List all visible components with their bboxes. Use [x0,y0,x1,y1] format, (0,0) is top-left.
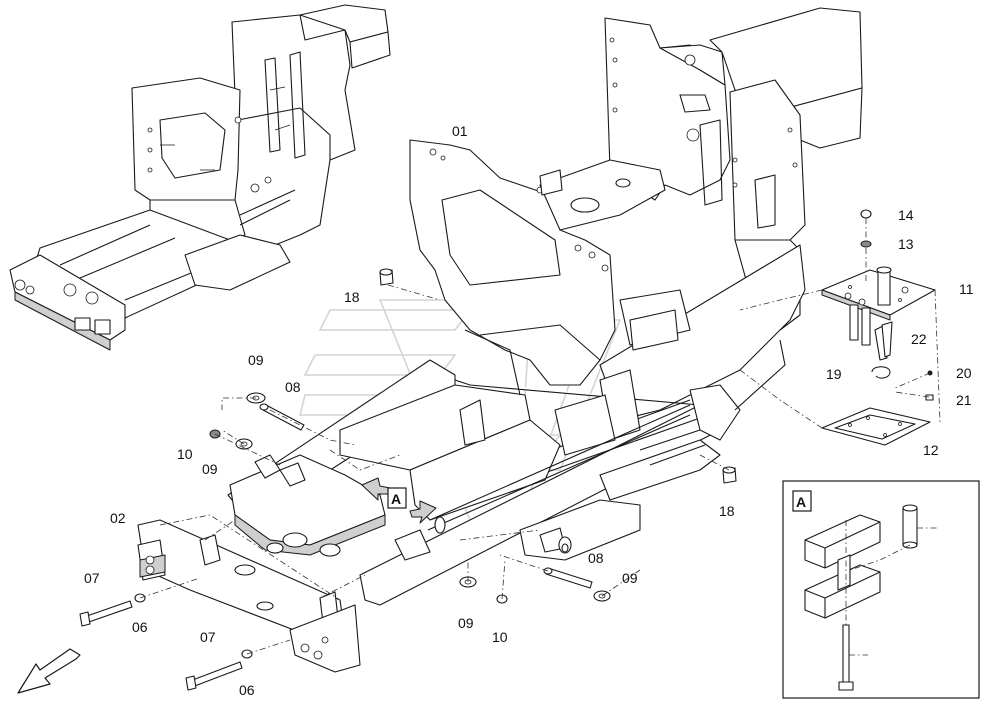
overview-frame [9,4,391,351]
label-13: 13 [898,236,914,252]
label-09-a: 09 [248,352,264,368]
cover-plate-group [821,209,936,446]
label-22: 22 [911,331,927,347]
direction-arrow-icon [17,648,81,694]
detail-tag-a-text: A [391,491,401,507]
label-09-d: 09 [622,570,638,586]
label-11: 11 [959,281,974,297]
label-20: 20 [956,365,972,381]
detail-inset-a: A [782,480,980,699]
label-06-b: 06 [239,682,255,698]
label-12: 12 [923,442,939,458]
leader-lines [139,218,941,655]
front-bracket-assembly [137,519,361,673]
label-10-b: 10 [492,629,508,645]
label-14: 14 [898,207,914,223]
label-10-a: 10 [177,446,193,462]
label-18-a: 18 [344,289,360,305]
label-08-b: 08 [588,550,604,566]
label-07-b: 07 [200,629,216,645]
label-01: 01 [452,123,468,139]
label-07-a: 07 [84,570,100,586]
label-08-a: 08 [285,379,301,395]
label-09-b: 09 [202,461,218,477]
label-06-a: 06 [132,619,148,635]
detail-tag-a: A [387,487,407,509]
label-09-c: 09 [458,615,474,631]
main-frame [227,7,863,606]
detail-inset-tag: A [796,494,806,510]
label-18-b: 18 [719,503,735,519]
label-02: 02 [110,510,126,526]
label-19: 19 [826,366,842,382]
label-21: 21 [956,392,972,408]
